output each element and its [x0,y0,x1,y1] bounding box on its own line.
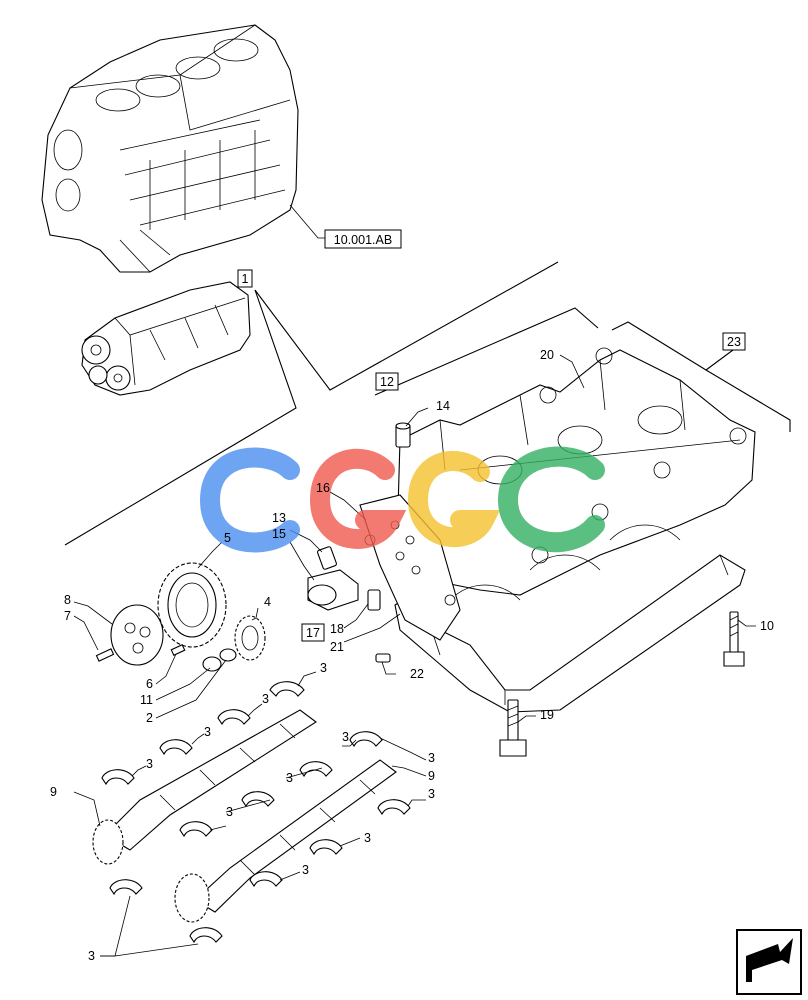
callout-18[interactable]: 18 [330,622,344,636]
kit-box-1[interactable]: 1 [237,269,253,288]
engine-block-illustration [41,24,299,273]
kit-box-12[interactable]: 12 [375,372,399,391]
callout-3-d[interactable]: 3 [146,757,153,771]
callout-3-l[interactable]: 3 [88,949,95,963]
kit-box-23[interactable]: 23 [722,332,746,351]
reference-box-engine-block[interactable]: 10.001.AB [324,229,402,249]
callout-13[interactable]: 13 [272,511,286,525]
callout-10[interactable]: 10 [760,619,774,633]
callout-11[interactable]: 11 [140,693,153,707]
engine-block-ref-label: 10.001.AB [334,233,392,247]
kit-12-label: 12 [380,375,394,389]
watermark-letter-c2 [497,446,605,553]
callout-3-c[interactable]: 3 [204,725,211,739]
callout-15[interactable]: 15 [272,527,286,541]
balancer-assembly-illustration [81,281,251,396]
brand-watermark [199,446,605,553]
watermark-letter-g1 [309,448,407,549]
callout-3-i[interactable]: 3 [226,805,233,819]
callout-22[interactable]: 22 [410,667,424,681]
callout-3-b[interactable]: 3 [262,692,269,706]
callout-9-right[interactable]: 9 [428,769,435,783]
callout-labels: 14 20 16 13 15 5 4 8 7 18 21 10 22 6 11 … [50,348,774,963]
callout-4[interactable]: 4 [264,595,271,609]
callout-3-h[interactable]: 3 [428,787,435,801]
gears-illustration [95,562,266,672]
bearing-cap-frame-illustration [397,347,756,596]
callout-3-g[interactable]: 3 [286,771,293,785]
callout-14[interactable]: 14 [436,399,450,413]
callout-3-j[interactable]: 3 [364,831,371,845]
callout-5[interactable]: 5 [224,531,231,545]
callout-9-left[interactable]: 9 [50,785,57,799]
callout-16[interactable]: 16 [316,481,330,495]
kit-1-label: 1 [242,272,249,286]
kit-box-17[interactable]: 17 [301,623,325,642]
callout-19[interactable]: 19 [540,708,554,722]
section-divider-lines [64,261,791,546]
callout-3-k[interactable]: 3 [302,863,309,877]
kit-23-label: 23 [727,335,741,349]
callout-7[interactable]: 7 [64,609,71,623]
watermark-letter-c1 [199,447,300,553]
callout-3-f[interactable]: 3 [428,751,435,765]
camshafts-illustration [92,709,397,923]
callout-20[interactable]: 20 [540,348,554,362]
callout-8[interactable]: 8 [64,593,71,607]
callout-3-e[interactable]: 3 [342,730,349,744]
callout-2[interactable]: 2 [146,711,153,725]
small-parts-illustration [307,422,745,757]
kit-17-label: 17 [306,626,320,640]
callout-3-a[interactable]: 3 [320,661,327,675]
bearing-shells-illustration [101,681,411,944]
watermark-letter-g2 [407,451,501,548]
arrow-box-icon[interactable] [736,929,802,995]
callout-21[interactable]: 21 [330,640,344,654]
callout-6[interactable]: 6 [146,677,153,691]
